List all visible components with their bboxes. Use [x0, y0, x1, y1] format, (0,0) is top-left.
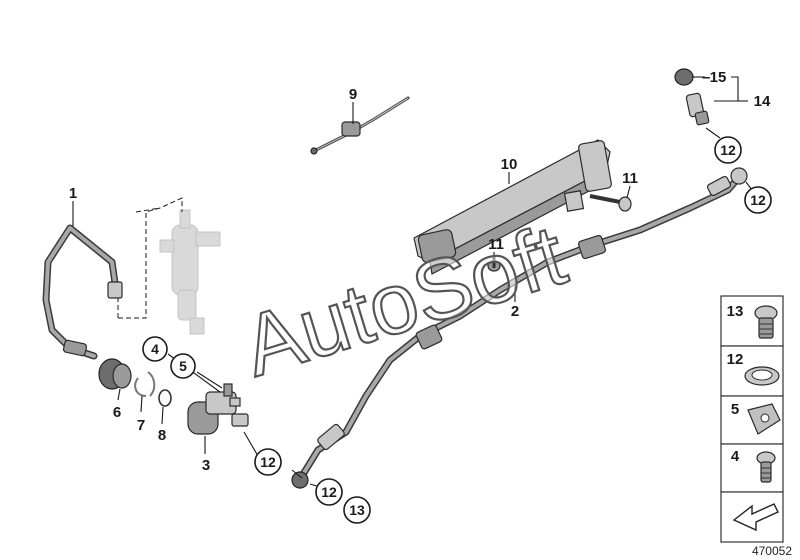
callout-4: 4 [142, 336, 168, 362]
part-3-connector [187, 383, 249, 435]
callout-7: 7 [137, 417, 145, 434]
callout-15-dash: – [702, 69, 710, 86]
svg-text:12: 12 [750, 192, 766, 208]
part-2-fuel-line [291, 167, 748, 489]
legend-label-12: 12 [727, 351, 744, 368]
callout-14: 14 [754, 93, 771, 110]
part-14-valve [685, 92, 710, 126]
legend-label-4: 4 [731, 448, 740, 465]
callout-10: 10 [501, 156, 518, 173]
callout-13: 13 [343, 496, 371, 524]
callout-12-right: 12 [744, 186, 772, 214]
callout-9: 9 [349, 86, 357, 103]
callout-6: 6 [113, 404, 121, 421]
part-15-cap [674, 68, 694, 86]
svg-text:13: 13 [349, 502, 365, 518]
svg-text:12: 12 [321, 484, 337, 500]
part-11-bolt-upper [589, 194, 632, 212]
callout-15: 15 [710, 69, 727, 86]
svg-text:12: 12 [260, 454, 276, 470]
part-6-sleeve [98, 358, 132, 390]
callout-2: 2 [511, 303, 519, 320]
callouts: 1 6 7 8 3 9 10 11 11 2 15 14 – 4 5 12 12 [69, 69, 772, 524]
part-1-fuel-pipe [42, 224, 123, 360]
legend-label-5: 5 [731, 401, 739, 418]
legend-panel: 13 12 5 4 [720, 295, 784, 543]
callout-3: 3 [202, 457, 210, 474]
callout-11-lower: 11 [488, 236, 504, 253]
svg-text:12: 12 [720, 142, 736, 158]
diagram-reference-number: 470052 [752, 544, 792, 558]
legend-arrow-icon [732, 503, 779, 532]
callout-8: 8 [158, 427, 166, 444]
callout-5: 5 [170, 353, 196, 379]
dashed-reference-box [117, 197, 183, 319]
legend-icon-4-screw [756, 451, 776, 483]
legend-icon-12-sealing-ring [744, 366, 780, 386]
svg-text:5: 5 [179, 358, 187, 374]
legend-label-13: 13 [727, 303, 744, 320]
part-9-cable-strap [310, 96, 410, 155]
svg-text:4: 4 [151, 341, 159, 357]
callout-12-left: 12 [254, 448, 282, 476]
part-10-fuel-rail [413, 139, 612, 275]
ghost-injector-assembly [159, 209, 221, 335]
callout-12-valve: 12 [714, 136, 742, 164]
watermark-autosoft: AutoSoft [233, 207, 577, 395]
callout-12-bottom: 12 [315, 478, 343, 506]
callout-1: 1 [69, 185, 77, 202]
callout-11-upper: 11 [622, 170, 638, 187]
part-8-o-ring [158, 389, 172, 407]
legend-icon-13-banjo-bolt [754, 305, 778, 339]
legend-icon-5-clip [747, 403, 781, 435]
part-7-clip [134, 371, 156, 397]
